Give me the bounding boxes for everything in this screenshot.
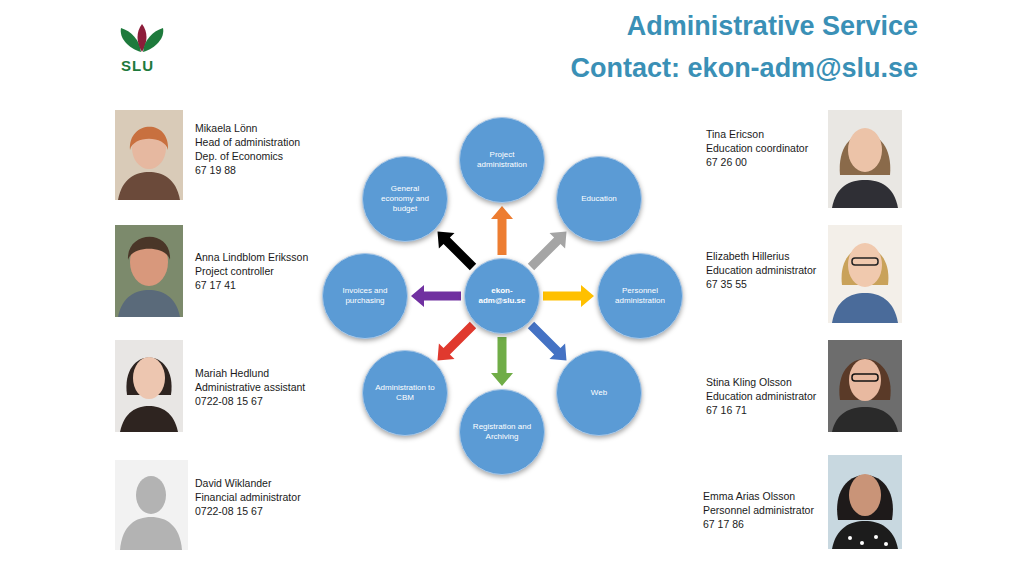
circle-label: Registration and Archiving (471, 422, 533, 442)
slide-title: Administrative Service (627, 9, 918, 43)
staff-info: Education administrator (706, 263, 816, 277)
portrait-photo (828, 225, 902, 323)
service-circle: Administration to CBM (362, 350, 448, 436)
logo-text: SLU (121, 57, 154, 74)
block-arrow (438, 322, 477, 361)
staff-info: Education administrator (706, 389, 816, 403)
staff-info: Mariah Hedlund (195, 366, 269, 380)
staff-info: Project controller (195, 264, 274, 278)
staff-info: Administrative assistant (195, 380, 305, 394)
service-circle: Web (556, 350, 642, 436)
portrait-photo (828, 340, 902, 432)
circle-label: Personnel administration (609, 286, 671, 306)
staff-info: David Wiklander (195, 476, 271, 490)
block-arrow (528, 232, 567, 271)
hub-circle: ekon-adm@slu.se (464, 258, 540, 334)
block-arrow (491, 337, 513, 386)
staff-info: 67 17 41 (195, 278, 236, 292)
block-arrow (491, 206, 513, 255)
circle-label: Project administration (471, 150, 533, 170)
staff-info: 0722-08 15 67 (195, 504, 263, 518)
staff-info: Mikaela Lönn (195, 121, 257, 135)
staff-info: 67 19 88 (195, 163, 236, 177)
circle-label: Web (568, 388, 630, 398)
staff-info: Tina Ericson (706, 127, 764, 141)
circle-label: Administration to CBM (374, 383, 436, 403)
portrait-photo (115, 340, 183, 432)
staff-info: Anna Lindblom Eriksson (195, 250, 308, 264)
portrait-photo (828, 455, 902, 549)
service-circle: Registration and Archiving (459, 389, 545, 475)
block-arrow (543, 285, 594, 307)
slu-logo (121, 24, 164, 52)
block-arrow (438, 232, 477, 271)
staff-info: Education coordinator (706, 141, 808, 155)
portrait-photo (828, 110, 902, 208)
circle-label: General economy and budget (374, 184, 436, 214)
staff-info: Financial administrator (195, 490, 301, 504)
service-circle: Invoices and purchasing (322, 253, 408, 339)
staff-info: Personnel administrator (703, 503, 814, 517)
circle-label: Invoices and purchasing (334, 286, 396, 306)
portrait-photo (115, 225, 183, 317)
contact-line: Contact: ekon-adm@slu.se (571, 51, 918, 85)
service-circle: Education (556, 156, 642, 242)
block-arrow (528, 322, 567, 361)
staff-info: Emma Arias Olsson (703, 489, 795, 503)
block-arrow (411, 285, 461, 307)
staff-info: 0722-08 15 67 (195, 394, 263, 408)
service-circle: Project administration (459, 117, 545, 203)
staff-info: Elizabeth Hillerius (706, 249, 789, 263)
staff-info: Head of administration (195, 135, 300, 149)
staff-info: Stina Kling Olsson (706, 375, 792, 389)
staff-info: 67 26 00 (706, 155, 747, 169)
staff-info: 67 17 86 (703, 517, 744, 531)
service-circle: Personnel administration (597, 253, 683, 339)
staff-info: 67 35 55 (706, 277, 747, 291)
staff-info: Dep. of Economics (195, 149, 283, 163)
service-circle: General economy and budget (362, 156, 448, 242)
placeholder-portrait (115, 460, 188, 550)
circle-label: ekon-adm@slu.se (474, 286, 530, 306)
portrait-photo (115, 110, 183, 200)
staff-info: 67 16 71 (706, 403, 747, 417)
circle-label: Education (568, 194, 630, 204)
